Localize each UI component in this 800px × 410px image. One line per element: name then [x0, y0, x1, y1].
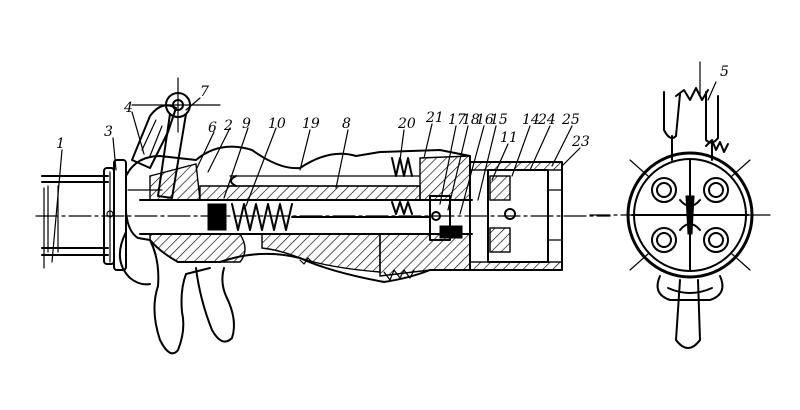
- callout-10: 10: [268, 116, 286, 132]
- callout-8: 8: [342, 116, 351, 132]
- spring: [207, 203, 431, 231]
- callout-14: 14: [522, 112, 540, 128]
- housing-body: [125, 145, 473, 283]
- trigger-handle: [119, 231, 235, 355]
- callout-15: 15: [490, 112, 508, 128]
- callout-1: 1: [56, 136, 65, 152]
- end-view: [589, 61, 771, 349]
- callout-24: 24: [537, 112, 556, 128]
- callout-2: 2: [223, 118, 233, 134]
- leader-lines: [51, 97, 581, 263]
- small-spring: [391, 157, 413, 215]
- callout-5: 5: [720, 64, 729, 80]
- callout-25: 25: [561, 112, 580, 128]
- side-section-view: [35, 77, 611, 355]
- callout-18: 18: [462, 112, 480, 128]
- callout-6: 6: [208, 120, 217, 136]
- grip-serrations: [299, 257, 415, 281]
- callout-19: 19: [302, 116, 320, 132]
- callout-21: 21: [425, 110, 444, 126]
- callout-9: 9: [242, 116, 251, 132]
- callout-11: 11: [500, 130, 518, 146]
- left-tube: [41, 175, 109, 269]
- callout-17: 17: [448, 112, 466, 128]
- callout-16: 16: [476, 112, 494, 128]
- callout-7: 7: [200, 84, 209, 100]
- callout-4: 4: [123, 100, 133, 116]
- callout-23: 23: [571, 134, 590, 150]
- callout-labels: 1 2 3 4 5 6 7 8 9 10 11 14 15 16 17 18 1…: [56, 64, 729, 152]
- callout-20: 20: [397, 116, 416, 132]
- callout-3: 3: [104, 124, 113, 140]
